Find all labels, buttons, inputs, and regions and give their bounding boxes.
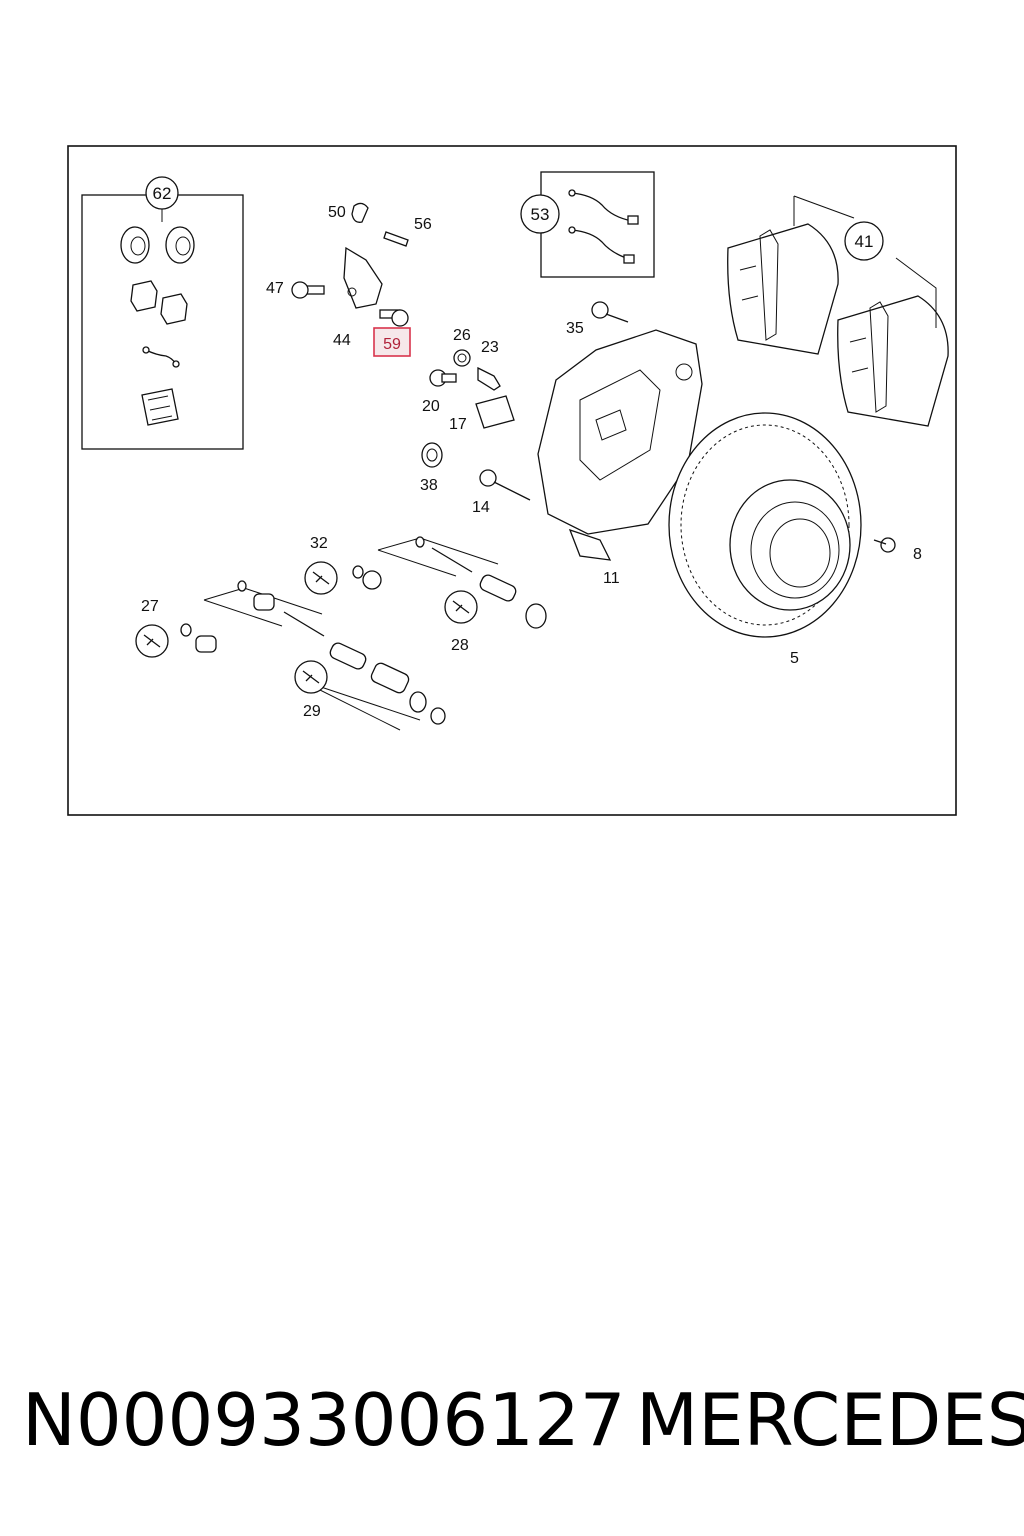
callout-label-27: 27	[141, 598, 159, 615]
leader-lines	[161, 208, 541, 232]
callout-label-62: 62	[153, 184, 172, 203]
callout-41: 41	[844, 221, 884, 261]
callout-label-5: 5	[790, 650, 799, 667]
brake-pads-41	[727, 195, 949, 427]
callout-53: 53	[520, 194, 560, 234]
callout-label-44: 44	[333, 332, 351, 349]
callout-label-8: 8	[913, 546, 922, 563]
callout-label-50: 50	[328, 204, 346, 221]
brake-caliper-11	[537, 329, 703, 561]
callout-label-28: 28	[451, 637, 469, 654]
diagram-frame	[67, 145, 957, 816]
sensor-53-group	[540, 171, 655, 278]
kit-62-group	[81, 194, 244, 450]
callout-label-11: 11	[603, 570, 620, 587]
callout-label-47: 47	[266, 280, 284, 297]
caliper-small-parts	[421, 301, 629, 501]
callout-label-23: 23	[481, 339, 499, 356]
callout-label-41: 41	[855, 232, 874, 251]
callout-label-38: 38	[420, 477, 438, 494]
callout-label-59: 59	[383, 336, 401, 353]
callout-label-35: 35	[566, 320, 584, 337]
callout-label-29: 29	[303, 703, 321, 720]
repair-kits	[135, 536, 547, 731]
sensor-bracket-parts	[291, 202, 409, 327]
brake-disc-5	[668, 412, 896, 638]
callout-label-53: 53	[531, 205, 550, 224]
callout-label-14: 14	[472, 499, 490, 516]
part-number: N000933006127	[22, 1378, 626, 1462]
footer: N000933006127 MERCEDES	[0, 1375, 1024, 1475]
brand-name: MERCEDES	[636, 1378, 1024, 1462]
exploded-brake-diagram: 62 53 41 50 56 47 44 59 35 26 23 20 17 3…	[67, 145, 957, 816]
callout-label-17: 17	[449, 416, 467, 433]
callout-62: 62	[145, 176, 179, 210]
callout-label-20: 20	[422, 398, 440, 415]
callout-label-56: 56	[414, 216, 432, 233]
callout-label-26: 26	[453, 327, 471, 344]
callout-59-highlight: 59	[373, 327, 411, 357]
callout-label-32: 32	[310, 535, 328, 552]
